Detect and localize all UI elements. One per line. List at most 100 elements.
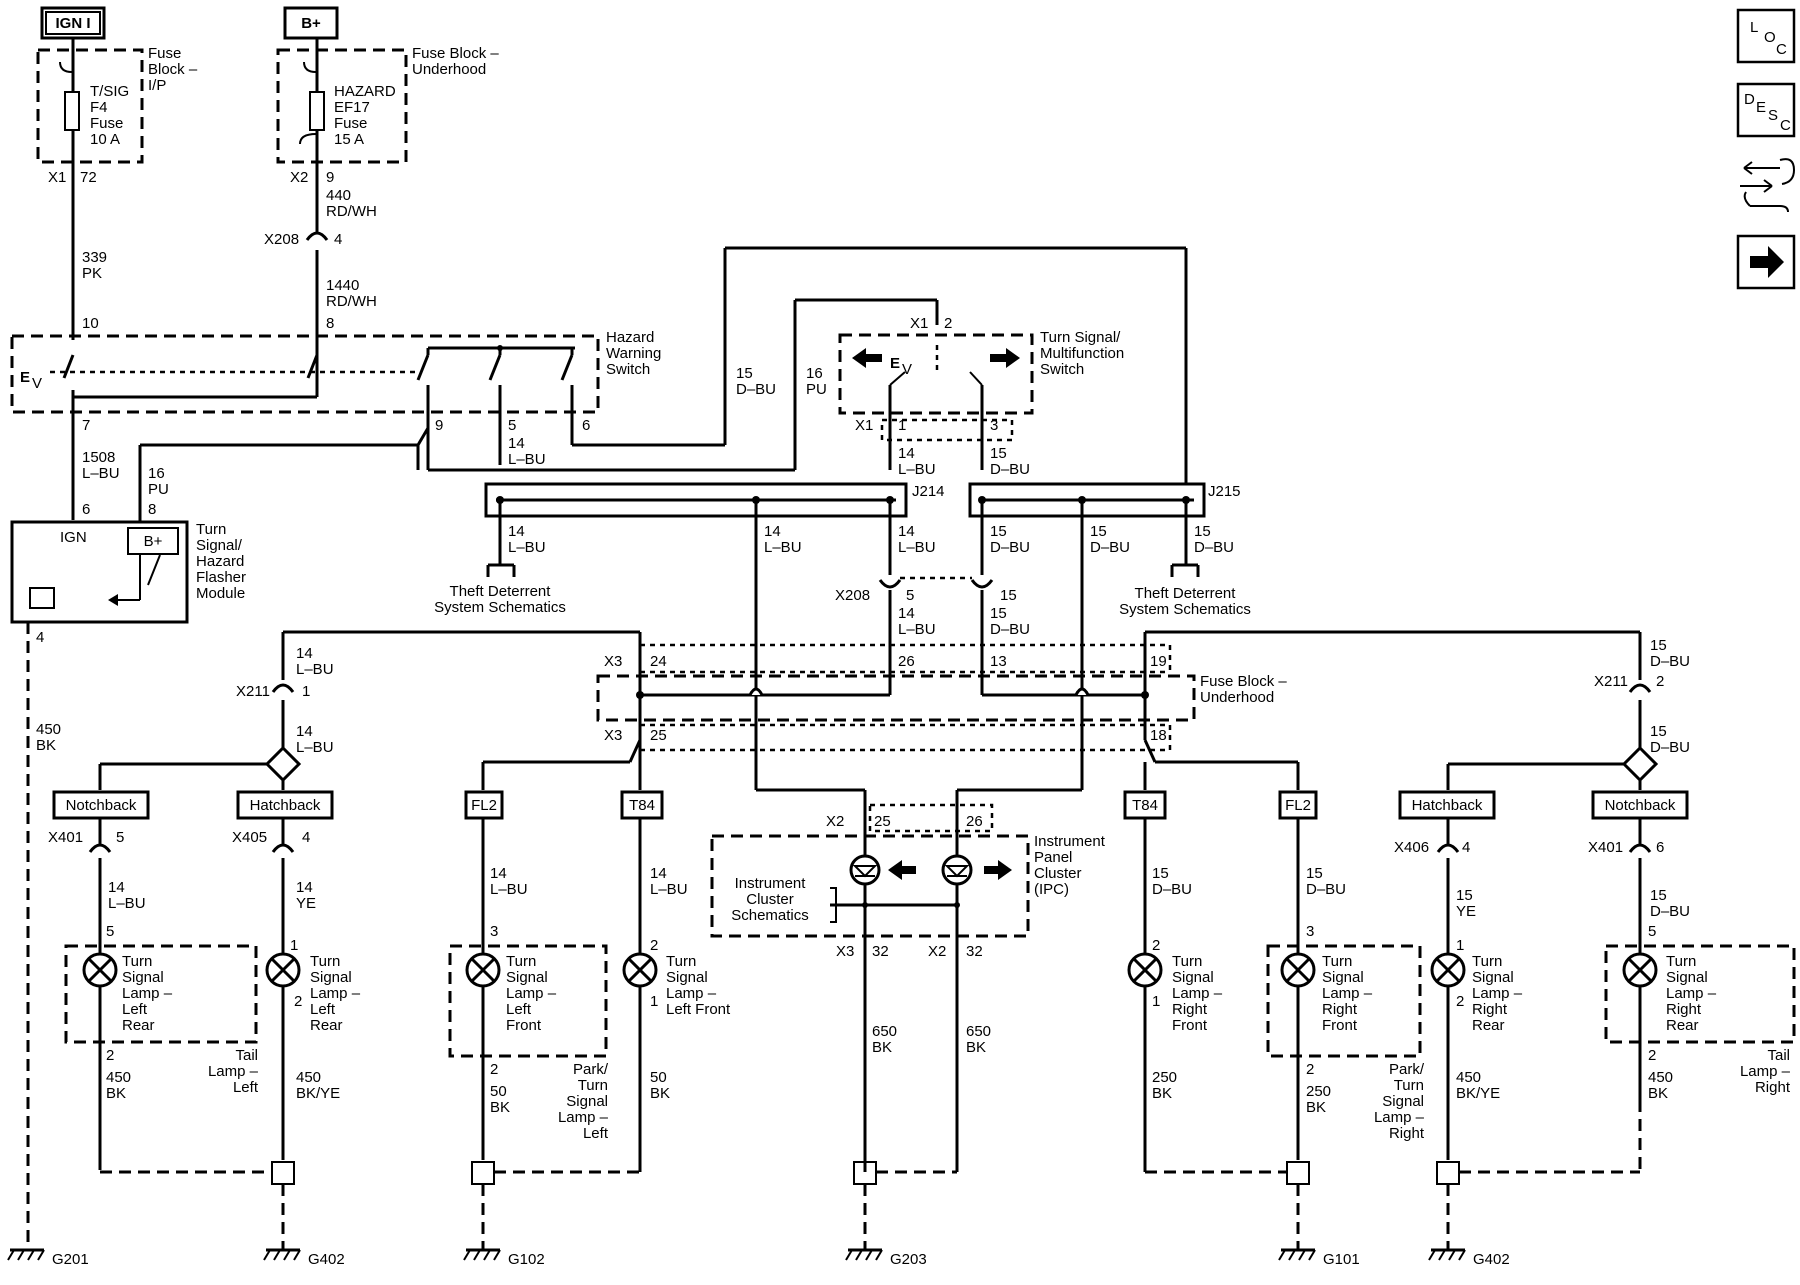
lamp-housing-left-front: [448, 944, 608, 1058]
label-right_front-wA-1: D–BU: [1152, 881, 1192, 898]
wire-segment: [1736, 82, 1796, 138]
label-hazard-pin8: 8: [326, 315, 334, 332]
label-ipc-label-3: (IPC): [1034, 881, 1069, 898]
label-x208_b-conn: X208: [835, 587, 870, 604]
left-arrow-icon: [852, 348, 882, 368]
connector-wrench-icon[interactable]: [1740, 158, 1796, 213]
label-left_group-x405: X405: [232, 829, 267, 846]
label-right_group-tail-0: Tail: [1767, 1047, 1790, 1064]
next-page-button[interactable]: [1736, 234, 1796, 290]
wire-segment: [1132, 957, 1158, 983]
label-left_front-lampA_p2: 2: [490, 1061, 498, 1078]
label-fuse_left-label-3: 10 A: [90, 131, 120, 148]
label-right_group-lampA-1: Signal: [1472, 969, 1514, 986]
wire-segment: [1436, 1161, 1460, 1185]
label-right_front-lampB-4: Front: [1322, 1017, 1358, 1034]
label-x208_b-w_left-1: L–BU: [898, 621, 936, 638]
label-fuse_left-block-0: Fuse: [148, 45, 181, 62]
label-left_front-lampB_p2: 1: [650, 993, 658, 1010]
label-left_group-hatchback: Hatchback: [250, 797, 321, 814]
label-right_group-wA2-1: BK/YE: [1456, 1085, 1500, 1102]
label-wires_mid-w16pu-0: 16: [148, 465, 165, 482]
label-left_group-ground: G402: [308, 1251, 345, 1268]
label-ipc-sch-2: Schematics: [731, 907, 809, 924]
label-left_front-wA2-1: BK: [490, 1099, 510, 1116]
label-right_front-wB2-1: BK: [1306, 1099, 1326, 1116]
label-wires_mid-w14lbu-1: L–BU: [508, 451, 546, 468]
description-button[interactable]: D E S C: [1736, 82, 1796, 138]
label-nav-desc-1: E: [1756, 99, 1766, 116]
right-arrow-icon: [990, 348, 1020, 368]
label-wires_mid-w1508-0: 1508: [82, 449, 115, 466]
wire-segment: [880, 418, 1014, 442]
label-left_front-park-3: Lamp –: [558, 1109, 609, 1126]
arrow-right-icon: [1750, 246, 1784, 278]
label-left_group-tail-0: Tail: [235, 1047, 258, 1064]
label-left_group-lampB_p1: 1: [290, 937, 298, 954]
label-right_front-ground: G101: [1323, 1251, 1360, 1268]
label-left_front-wB2-1: BK: [650, 1085, 670, 1102]
label-fuse_right-pin: 9: [326, 169, 334, 186]
label-left_group-lampA-1: Signal: [122, 969, 164, 986]
wire-segment: [303, 61, 317, 73]
label-right_front-lampA_p2: 1: [1152, 993, 1160, 1010]
label-tsms-label-2: Switch: [1040, 361, 1084, 378]
label-below_splice-e-0: 15: [1090, 523, 1107, 540]
fuse-ef17-icon: [309, 91, 325, 131]
label-right_group-wB2-0: 450: [1648, 1069, 1673, 1086]
label-right_front-wA2-1: BK: [1152, 1085, 1172, 1102]
label-fuse_left-label-0: T/SIG: [90, 83, 129, 100]
label-wires_top-x208_a_pin: 4: [334, 231, 342, 248]
label-wires_mid-w16pu_top-1: PU: [806, 381, 827, 398]
label-wires_mid-w15dbu_top-0: 15: [736, 365, 753, 382]
wire-segment: [271, 843, 295, 853]
label-right_front-lampA-1: Signal: [1172, 969, 1214, 986]
label-fuse_right-label-3: 15 A: [334, 131, 364, 148]
hazard-warning-switch: [10, 334, 600, 414]
fuse-block-underhood-top: [276, 48, 408, 164]
label-right_front-lampA_p1: 2: [1152, 937, 1160, 954]
label-below_splice-a-0: 14: [508, 523, 525, 540]
label-left_group-lampB-4: Rear: [310, 1017, 343, 1034]
label-left_group-wA2-0: 450: [36, 721, 61, 738]
wire-segment: [270, 957, 296, 983]
label-splices-j215: J215: [1208, 483, 1241, 500]
turn-signal-multifunction-switch: [838, 333, 1034, 415]
wire-segment: [488, 354, 502, 381]
instrument-panel-cluster: [710, 834, 1030, 938]
label-x208_b-pin5: 5: [906, 587, 914, 604]
wire-segment: [748, 687, 764, 696]
label-left_group-x211_pin: 1: [302, 683, 310, 700]
label-fuse_block_uh-p18: 18: [1150, 727, 1167, 744]
label-left_group-w14lbu-0: 14: [296, 645, 313, 662]
label-hazard-pin7: 7: [82, 417, 90, 434]
label-fuse_left-block-1: Block –: [148, 61, 198, 78]
label-ipc-p26: 26: [966, 813, 983, 830]
label-fuse_block_uh-p13: 13: [990, 653, 1007, 670]
label-fuse_left-pin: 72: [80, 169, 97, 186]
label-ipc-p32a: 32: [872, 943, 889, 960]
label-left_group-notchback: Notchback: [66, 797, 137, 814]
t84-tag-left: [620, 790, 664, 820]
label-right_group-lampA-4: Rear: [1472, 1017, 1505, 1034]
label-fuse_left-block-2: I/P: [148, 77, 166, 94]
left-arrow-icon: [888, 860, 916, 880]
label-right_front-park-4: Right: [1389, 1125, 1425, 1142]
wire-segment: [271, 1161, 295, 1185]
location-button[interactable]: L O C: [1736, 8, 1796, 64]
wire-segment: [560, 354, 574, 381]
label-right_group-lampB-1: Signal: [1666, 969, 1708, 986]
label-right_group-w15dbu2-1: D–BU: [1650, 739, 1690, 756]
wire-segment: [127, 527, 179, 555]
label-below_splice-d-1: D–BU: [990, 539, 1030, 556]
label-right_group-x211: X211: [1594, 673, 1628, 690]
label-x208_b-w_left-0: 14: [898, 605, 915, 622]
right-arrow-icon: [984, 860, 1012, 880]
label-left_front-wB-1: L–BU: [650, 881, 688, 898]
label-fuse_block_uh-p26: 26: [898, 653, 915, 670]
label-right_front-lampB-0: Turn: [1322, 953, 1352, 970]
label-fuse_block_uh-p24: 24: [650, 653, 667, 670]
ev-sub-icon: V: [32, 375, 42, 392]
label-right_group-wA2-0: 450: [1456, 1069, 1481, 1086]
